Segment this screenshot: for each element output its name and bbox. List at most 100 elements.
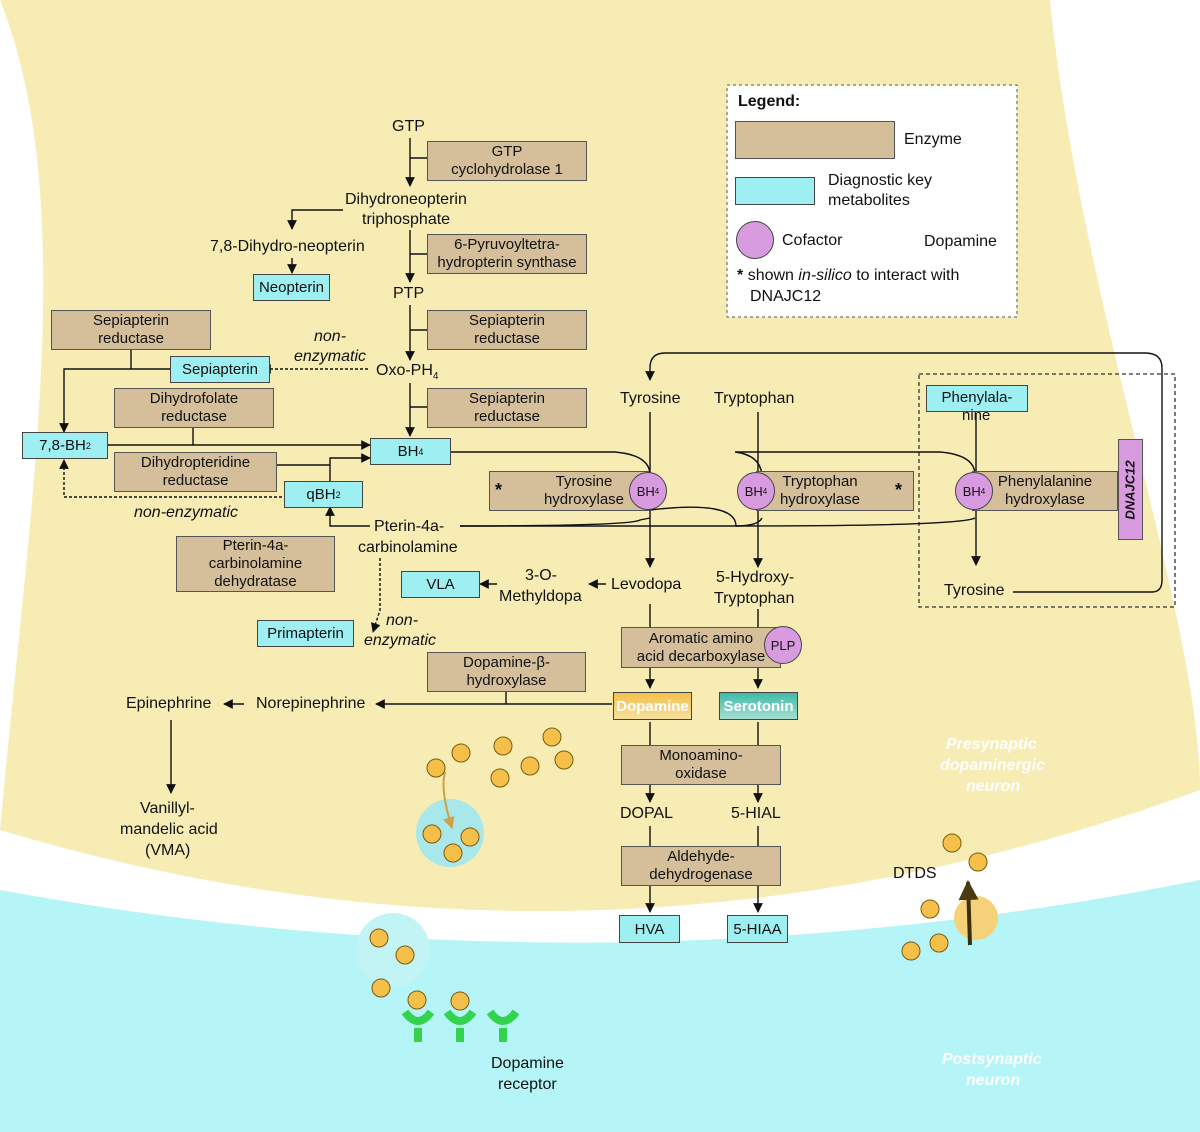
vesicle-release — [356, 913, 430, 987]
vma-label-1: Vanillyl- — [140, 800, 195, 817]
th-bh4-sub: 4 — [654, 486, 660, 496]
serotonin-box: Serotonin — [719, 692, 798, 720]
tph-bh4-text: BH — [744, 483, 763, 499]
dtds-label: DTDS — [893, 865, 937, 882]
dopal-label: DOPAL — [620, 805, 674, 822]
5hial-label: 5-HIAL — [731, 805, 781, 822]
aadc-line1: Aromatic amino — [648, 629, 754, 647]
presynaptic-label-2: dopaminergic — [940, 757, 1045, 774]
dntp-label-2: triphosphate — [362, 211, 451, 228]
dbh-box: Dopamine-β-hydroxylase — [427, 652, 586, 692]
legend-enzyme-label: Enzyme — [904, 131, 962, 148]
dbh-line2: hydroxylase — [466, 672, 547, 689]
pterin4a-label-1: Pterin-4a- — [374, 518, 445, 535]
non-enzymatic-2: non-enzymatic — [134, 504, 239, 521]
vesicle-inner — [416, 799, 484, 867]
epinephrine-label: Epinephrine — [126, 695, 212, 712]
th-bh4-text: BH — [636, 483, 655, 499]
sr1-line1: Sepiapterin — [93, 312, 169, 329]
sr1-line2: reductase — [98, 330, 164, 347]
legend-note-pre: shown — [747, 267, 794, 284]
3omd-label-1: 3-O- — [525, 567, 557, 584]
legend-title: Legend: — [738, 93, 801, 110]
legend-enzyme-swatch — [735, 121, 895, 159]
pcd-line1: Pterin-4a- — [222, 537, 289, 554]
non-enzymatic-1a: non- — [314, 328, 347, 345]
non-enzymatic-1b: enzymatic — [294, 348, 367, 365]
dopamine-box: Dopamine — [613, 692, 692, 720]
sr3-line2: reductase — [474, 408, 540, 425]
sepiapterin-box: Sepiapterin — [170, 356, 270, 383]
gtpch-line1: GTP — [491, 143, 523, 160]
mao-box: Monoamino-oxidase — [621, 745, 781, 785]
legend-note: * shown in-silico to interact with — [737, 266, 959, 286]
pah-line1: Phenylalanine — [997, 473, 1093, 490]
dbh-line1: Dopamine-β- — [463, 654, 550, 671]
pcd-line3: dehydratase — [214, 573, 297, 590]
ptps-line1: 6-Pyruvoyltetra- — [454, 236, 560, 253]
receptor-label-1: Dopamine — [491, 1055, 564, 1072]
presynaptic-label-3: neuron — [966, 778, 1021, 795]
tyrosine-input-label: Tyrosine — [620, 390, 681, 407]
phenylalanine-label-2: nine — [962, 407, 991, 424]
qbh2-sub: 2 — [335, 489, 341, 500]
pcd-line2: carbinolamine — [208, 555, 303, 572]
tph-bh4-sub: 4 — [762, 486, 768, 496]
legend-cofactor-swatch — [736, 221, 774, 259]
5hiaa-box: 5-HIAA — [727, 915, 788, 943]
dnajc12-text: DNAJC12 — [1122, 459, 1138, 520]
phenylalanine-box: Phenylala- — [926, 385, 1028, 412]
norepinephrine-label: Norepinephrine — [256, 695, 366, 712]
legend-note-italic: in-silico — [798, 267, 852, 284]
pah-bh4-sub: 4 — [980, 486, 986, 496]
legend-note-line2: DNAJC12 — [750, 288, 822, 305]
oxo-sub: 4 — [432, 371, 439, 383]
pah-region — [918, 373, 1176, 608]
bh4-text: BH — [397, 443, 419, 460]
dnajc12-box: DNAJC12 — [1118, 439, 1143, 540]
receptor-label-2: receptor — [498, 1076, 557, 1093]
th-line1: Tyrosine — [555, 473, 613, 490]
bh2-text: 7,8-BH — [39, 437, 86, 454]
tph-line1: Tryptophan — [782, 473, 858, 490]
5htp-label-2: Tryptophan — [714, 590, 795, 607]
aldh-box: Aldehyde-dehydrogenase — [621, 846, 781, 886]
ptps-line2: hydropterin synthase — [437, 254, 577, 271]
primapterin-box: Primapterin — [257, 620, 354, 647]
aldh-line2: dehydrogenase — [649, 866, 753, 883]
transporter — [954, 896, 998, 940]
sr3-line1: Sepiapterin — [469, 390, 545, 407]
oxo-ph4-label: Oxo-PH4 — [376, 361, 438, 387]
legend-star: * — [737, 267, 744, 284]
tph-line2: hydroxylase — [779, 491, 861, 508]
sr2-line2: reductase — [474, 330, 540, 347]
legend-dopamine-label: Dopamine — [924, 233, 997, 250]
qbh2-text: qBH — [306, 486, 336, 503]
pah-bh4-text: BH — [962, 483, 981, 499]
gtp-label: GTP — [392, 118, 425, 135]
aadc-line2: acid decarboxylase — [636, 647, 766, 665]
bh4-sub: 4 — [418, 446, 424, 457]
5htp-label-1: 5-Hydroxy- — [716, 569, 795, 586]
pah-line2: hydroxylase — [1004, 491, 1086, 508]
ptp-label: PTP — [393, 285, 425, 302]
tryptophan-label: Tryptophan — [714, 390, 795, 407]
th-star: * — [495, 480, 503, 500]
dopamine-molecules — [369, 233, 988, 1011]
vla-box: VLA — [401, 571, 480, 598]
postsynaptic-label-1: Postsynaptic — [942, 1051, 1042, 1068]
hva-box: HVA — [619, 915, 680, 943]
levodopa-label: Levodopa — [611, 576, 682, 593]
